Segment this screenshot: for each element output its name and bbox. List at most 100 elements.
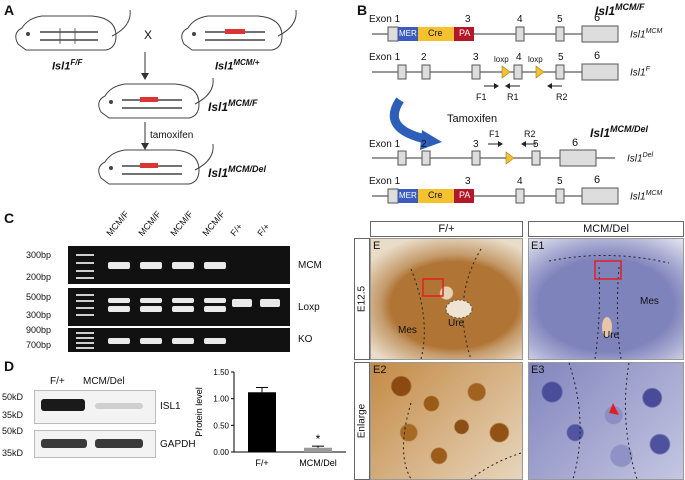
title-mcm-del: Isl1MCM/Del (590, 124, 649, 140)
blot-lane-2: MCM/Del (83, 376, 125, 387)
mouse-illustrations (15, 9, 297, 185)
mouse-icon-final (98, 143, 214, 185)
ure-label-e1: Ure (603, 330, 620, 341)
kd-label-4: 35kD (2, 448, 24, 458)
micrograph-e3 (528, 362, 684, 480)
loxp-label-2: loxp (528, 55, 543, 64)
kd-label-3: 50kD (2, 426, 24, 436)
lane-label-1: MCM/F (104, 208, 131, 238)
gel-ko-bp-bottom: 700bp (26, 340, 52, 350)
mouse-icon-offspring (98, 77, 214, 119)
genotype-final: Isl1MCM/Del (208, 164, 267, 180)
panel-label-b: B (357, 2, 368, 18)
gel-ko (68, 328, 290, 352)
gel-ko-label: KO (298, 334, 313, 345)
exon-num-5b: 5 (558, 52, 564, 63)
gel-loxp-label: Loxp (298, 302, 320, 313)
exon-num-4b: 4 (516, 52, 522, 63)
mes-label-e: Mes (398, 325, 417, 336)
gel-mcm-bp-bottom: 200bp (26, 272, 52, 282)
mer-label-2: MER (399, 191, 417, 200)
y-tick-label: 1.00 (213, 395, 229, 404)
kd-label-2: 35kD (2, 410, 24, 420)
micrograph-e2 (370, 362, 523, 480)
primer-r1: R1 (507, 92, 519, 102)
lane-label-3: MCM/F (168, 208, 195, 238)
row-label-enlarge: Enlarge (354, 362, 370, 480)
exon-num-3b: 3 (473, 52, 479, 63)
genotype-offspring: Isl1MCM/F (208, 98, 258, 114)
ure-label-e: Ure (448, 318, 465, 329)
primer-r2-del: R2 (524, 129, 536, 139)
y-axis-label: Protein level (194, 387, 204, 437)
exon-label-mcm2: Exon 1 (369, 176, 401, 187)
micrograph-label-e: E (373, 240, 381, 252)
mouse-icon-parent1 (15, 9, 131, 51)
panel-label-a: A (4, 2, 15, 18)
gel-loxp-bp-bottom: 300bp (26, 310, 52, 320)
column-header-f-plus: F/+ (370, 221, 523, 237)
exon-num-3: 3 (465, 14, 471, 25)
lane-label-6: F/+ (255, 221, 272, 238)
micrograph-label-e2: E2 (373, 364, 387, 376)
column-header-mcm-del: MCM/Del (528, 221, 684, 237)
protein-isl1: ISL1 (160, 401, 181, 412)
primer-f1-del: F1 (489, 129, 500, 139)
significance-marker: * (316, 432, 321, 446)
y-tick-label: 0.50 (213, 421, 229, 430)
lane-label-4: MCM/F (200, 208, 227, 238)
exon-num-3d: 3 (465, 176, 471, 187)
micrograph-e1 (528, 238, 684, 360)
gel-loxp (68, 288, 290, 326)
cre-label: Cre (428, 28, 443, 38)
mouse-icon-parent2 (181, 9, 297, 51)
exon-num-5d: 5 (557, 176, 563, 187)
exon-num-3c: 3 (473, 139, 479, 150)
blot-lane-1: F/+ (50, 376, 65, 387)
primer-f1: F1 (476, 92, 487, 102)
lane-label-5: F/+ (228, 221, 245, 238)
exon-num-6b: 6 (594, 50, 601, 62)
exon-label-f: Exon 1 (369, 52, 401, 63)
exon-num-5: 5 (557, 14, 563, 25)
cre-label-2: Cre (428, 190, 443, 200)
blot-gapdh (34, 430, 156, 458)
allele-label-mcm2: Isl1MCM (630, 190, 663, 203)
exon-num-6d: 6 (594, 174, 601, 186)
tamoxifen-label-b: Tamoxifen (447, 113, 498, 125)
mes-label-e1: Mes (640, 296, 659, 307)
y-tick-label: 1.50 (213, 368, 229, 377)
exon-num-6: 6 (594, 12, 601, 24)
bar-1 (248, 392, 276, 452)
exon-num-4: 4 (517, 14, 523, 25)
allele-label-del: Isl1Del (627, 152, 654, 165)
exon-num-2c: 2 (421, 139, 427, 150)
micrograph-label-e1: E1 (531, 240, 545, 252)
tamoxifen-label-a: tamoxifen (150, 130, 194, 141)
allele-label-mcm: Isl1MCM (630, 28, 663, 41)
micrograph-e (370, 238, 523, 360)
genotype-parent2: Isl1MCM/+ (215, 58, 260, 73)
gel-ko-bp-top: 900bp (26, 325, 52, 335)
gel-mcm-bp-top: 300bp (26, 250, 52, 260)
cross-symbol: X (144, 28, 153, 42)
exon-num-6c: 6 (572, 137, 579, 149)
lane-label-2: MCM/F (136, 208, 163, 238)
pa-label: PA (459, 28, 471, 38)
bar-2 (304, 447, 332, 452)
genotype-parent1: Isl1F/F (52, 58, 83, 73)
exon-num-5c: 5 (533, 139, 539, 150)
kd-label-1: 50kD (2, 392, 24, 402)
row-label-e12-5: E12.5 (354, 238, 370, 360)
gel-mcm (68, 246, 290, 284)
gel-mcm-label: MCM (298, 260, 322, 271)
mer-label: MER (399, 29, 417, 38)
panel-label-d: D (4, 358, 15, 374)
allele-label-f: Isl1F (630, 66, 650, 79)
allele-diagrams (372, 25, 619, 205)
pa-label-2: PA (459, 190, 471, 200)
exon-label-del: Exon 1 (369, 139, 401, 150)
exon-num-4d: 4 (517, 176, 523, 187)
micrograph-label-e3: E3 (531, 364, 545, 376)
